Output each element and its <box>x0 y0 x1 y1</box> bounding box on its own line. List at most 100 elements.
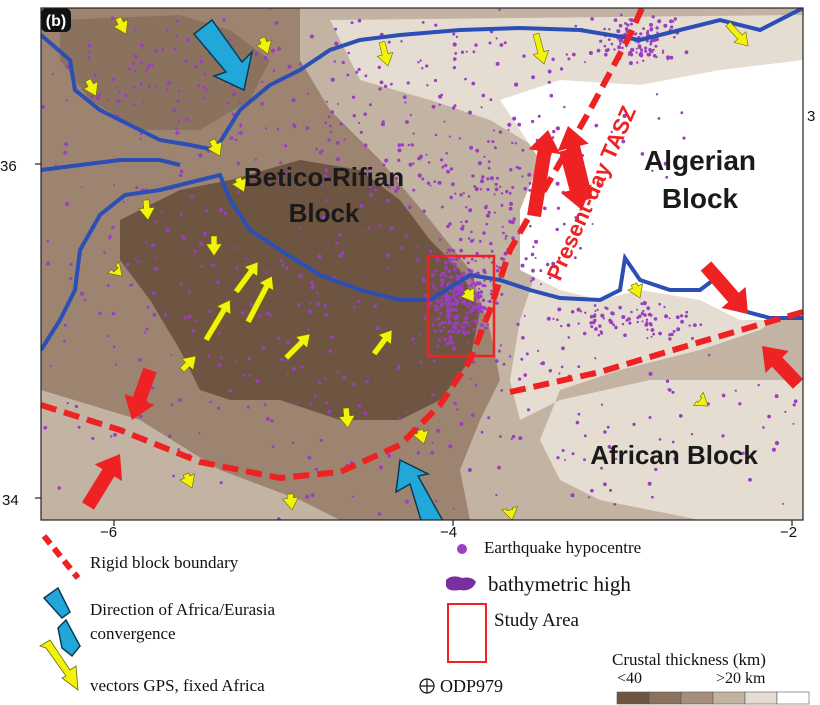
earthquake-dot <box>285 266 289 270</box>
earthquake-dot <box>561 449 565 452</box>
earthquake-dot <box>507 128 510 131</box>
earthquake-dot <box>198 153 203 158</box>
earthquake-dot <box>627 53 631 56</box>
earthquake-dot <box>276 127 280 131</box>
earthquake-dot <box>498 266 502 270</box>
earthquake-dot <box>646 52 651 57</box>
earthquake-dot <box>377 512 382 516</box>
earthquake-dot <box>277 46 282 51</box>
earthquake-dot <box>442 278 445 281</box>
earthquake-dot <box>386 253 391 258</box>
earthquake-dot <box>440 321 444 325</box>
earthquake-dot <box>466 261 470 265</box>
earthquake-dot <box>451 324 456 329</box>
earthquake-dot <box>464 77 467 81</box>
earthquake-dot <box>606 49 609 52</box>
motion-arrow <box>762 346 803 389</box>
earthquake-dot <box>628 18 631 21</box>
earthquake-dot <box>436 299 440 304</box>
crustal-swatch <box>680 691 714 705</box>
earthquake-dot <box>452 262 457 267</box>
earthquake-dot <box>523 187 527 191</box>
earthquake-dot <box>202 85 206 90</box>
earthquake-dot <box>721 393 726 398</box>
earthquake-dot <box>122 201 125 204</box>
earthquake-dot <box>452 32 456 36</box>
earthquake-dot <box>501 225 504 228</box>
earthquake-dot <box>318 381 321 385</box>
earthquake-dot <box>334 41 339 46</box>
earthquake-dot <box>106 284 110 287</box>
earthquake-dot <box>144 241 148 244</box>
earthquake-dot <box>649 43 652 46</box>
earthquake-dot <box>668 317 671 320</box>
earthquake-dot <box>640 152 645 156</box>
earthquake-dot <box>378 224 381 227</box>
earthquake-dot <box>263 403 267 407</box>
panel-tag-bg <box>41 8 71 32</box>
earthquake-dot <box>593 318 597 323</box>
earthquake-dot <box>170 354 173 357</box>
earthquake-dot <box>452 42 457 47</box>
earthquake-dot <box>468 208 473 213</box>
earthquake-dot <box>434 329 437 333</box>
earthquake-dot <box>352 114 356 118</box>
earthquake-dot <box>638 314 642 319</box>
earthquake-dot <box>531 277 535 281</box>
earthquake-dot <box>170 403 174 406</box>
earthquake-dot <box>446 224 450 229</box>
earthquake-dot <box>762 426 765 429</box>
earthquake-dot <box>500 389 504 392</box>
earthquake-dot <box>666 55 670 60</box>
earthquake-dot <box>511 434 516 439</box>
earthquake-dot <box>454 288 458 292</box>
earthquake-dot <box>441 165 444 168</box>
earthquake-dot <box>113 433 117 437</box>
gps-arrow <box>376 40 394 67</box>
earthquake-dot <box>10 65 12 67</box>
earthquake-dot <box>667 388 670 391</box>
earthquake-dot <box>613 503 617 506</box>
earthquake-dot <box>483 306 488 311</box>
earthquake-dot <box>467 324 470 327</box>
earthquake-dot <box>643 313 647 317</box>
earthquake-dot <box>333 60 336 63</box>
earthquake-dot <box>430 450 435 455</box>
earthquake-dot <box>108 234 112 238</box>
earthquake-dot <box>205 88 209 92</box>
earthquake-dot <box>668 337 672 341</box>
earthquake-dot <box>663 23 668 28</box>
earthquake-dot <box>362 229 365 232</box>
legend-boundary-symbol <box>41 534 81 580</box>
earthquake-dot <box>387 453 391 458</box>
legend-gps-symbol <box>39 639 79 691</box>
earthquake-dot <box>481 93 486 98</box>
crustal-swatch <box>648 691 682 705</box>
earthquake-dot <box>560 365 564 369</box>
earthquake-dot <box>339 122 343 126</box>
crustal-thickness-scale <box>616 691 810 705</box>
earthquake-dot <box>452 507 455 510</box>
earthquake-dot <box>202 97 205 100</box>
earthquake-dot <box>465 281 468 285</box>
earthquake-dot <box>671 440 675 444</box>
earthquake-dot <box>471 281 474 285</box>
earthquake-dot <box>220 356 223 360</box>
earthquake-dot <box>584 311 587 314</box>
earthquake-dot <box>583 458 586 462</box>
earthquake-dot <box>502 362 506 366</box>
earthquake-dot <box>421 21 425 24</box>
earthquake-dot <box>166 227 171 232</box>
earthquake-dot <box>456 408 459 411</box>
earthquake-dot <box>463 331 468 336</box>
earthquake-dot <box>490 249 494 253</box>
earthquake-dot <box>321 215 326 220</box>
earthquake-dot <box>603 482 607 487</box>
earthquake-dot <box>649 27 654 31</box>
earthquake-dot <box>436 428 441 433</box>
earthquake-dot <box>452 66 456 70</box>
earthquake-dot <box>526 408 531 412</box>
earthquake-dot <box>445 294 449 298</box>
earthquake-dot <box>469 269 474 274</box>
earthquake-dot <box>583 434 587 438</box>
